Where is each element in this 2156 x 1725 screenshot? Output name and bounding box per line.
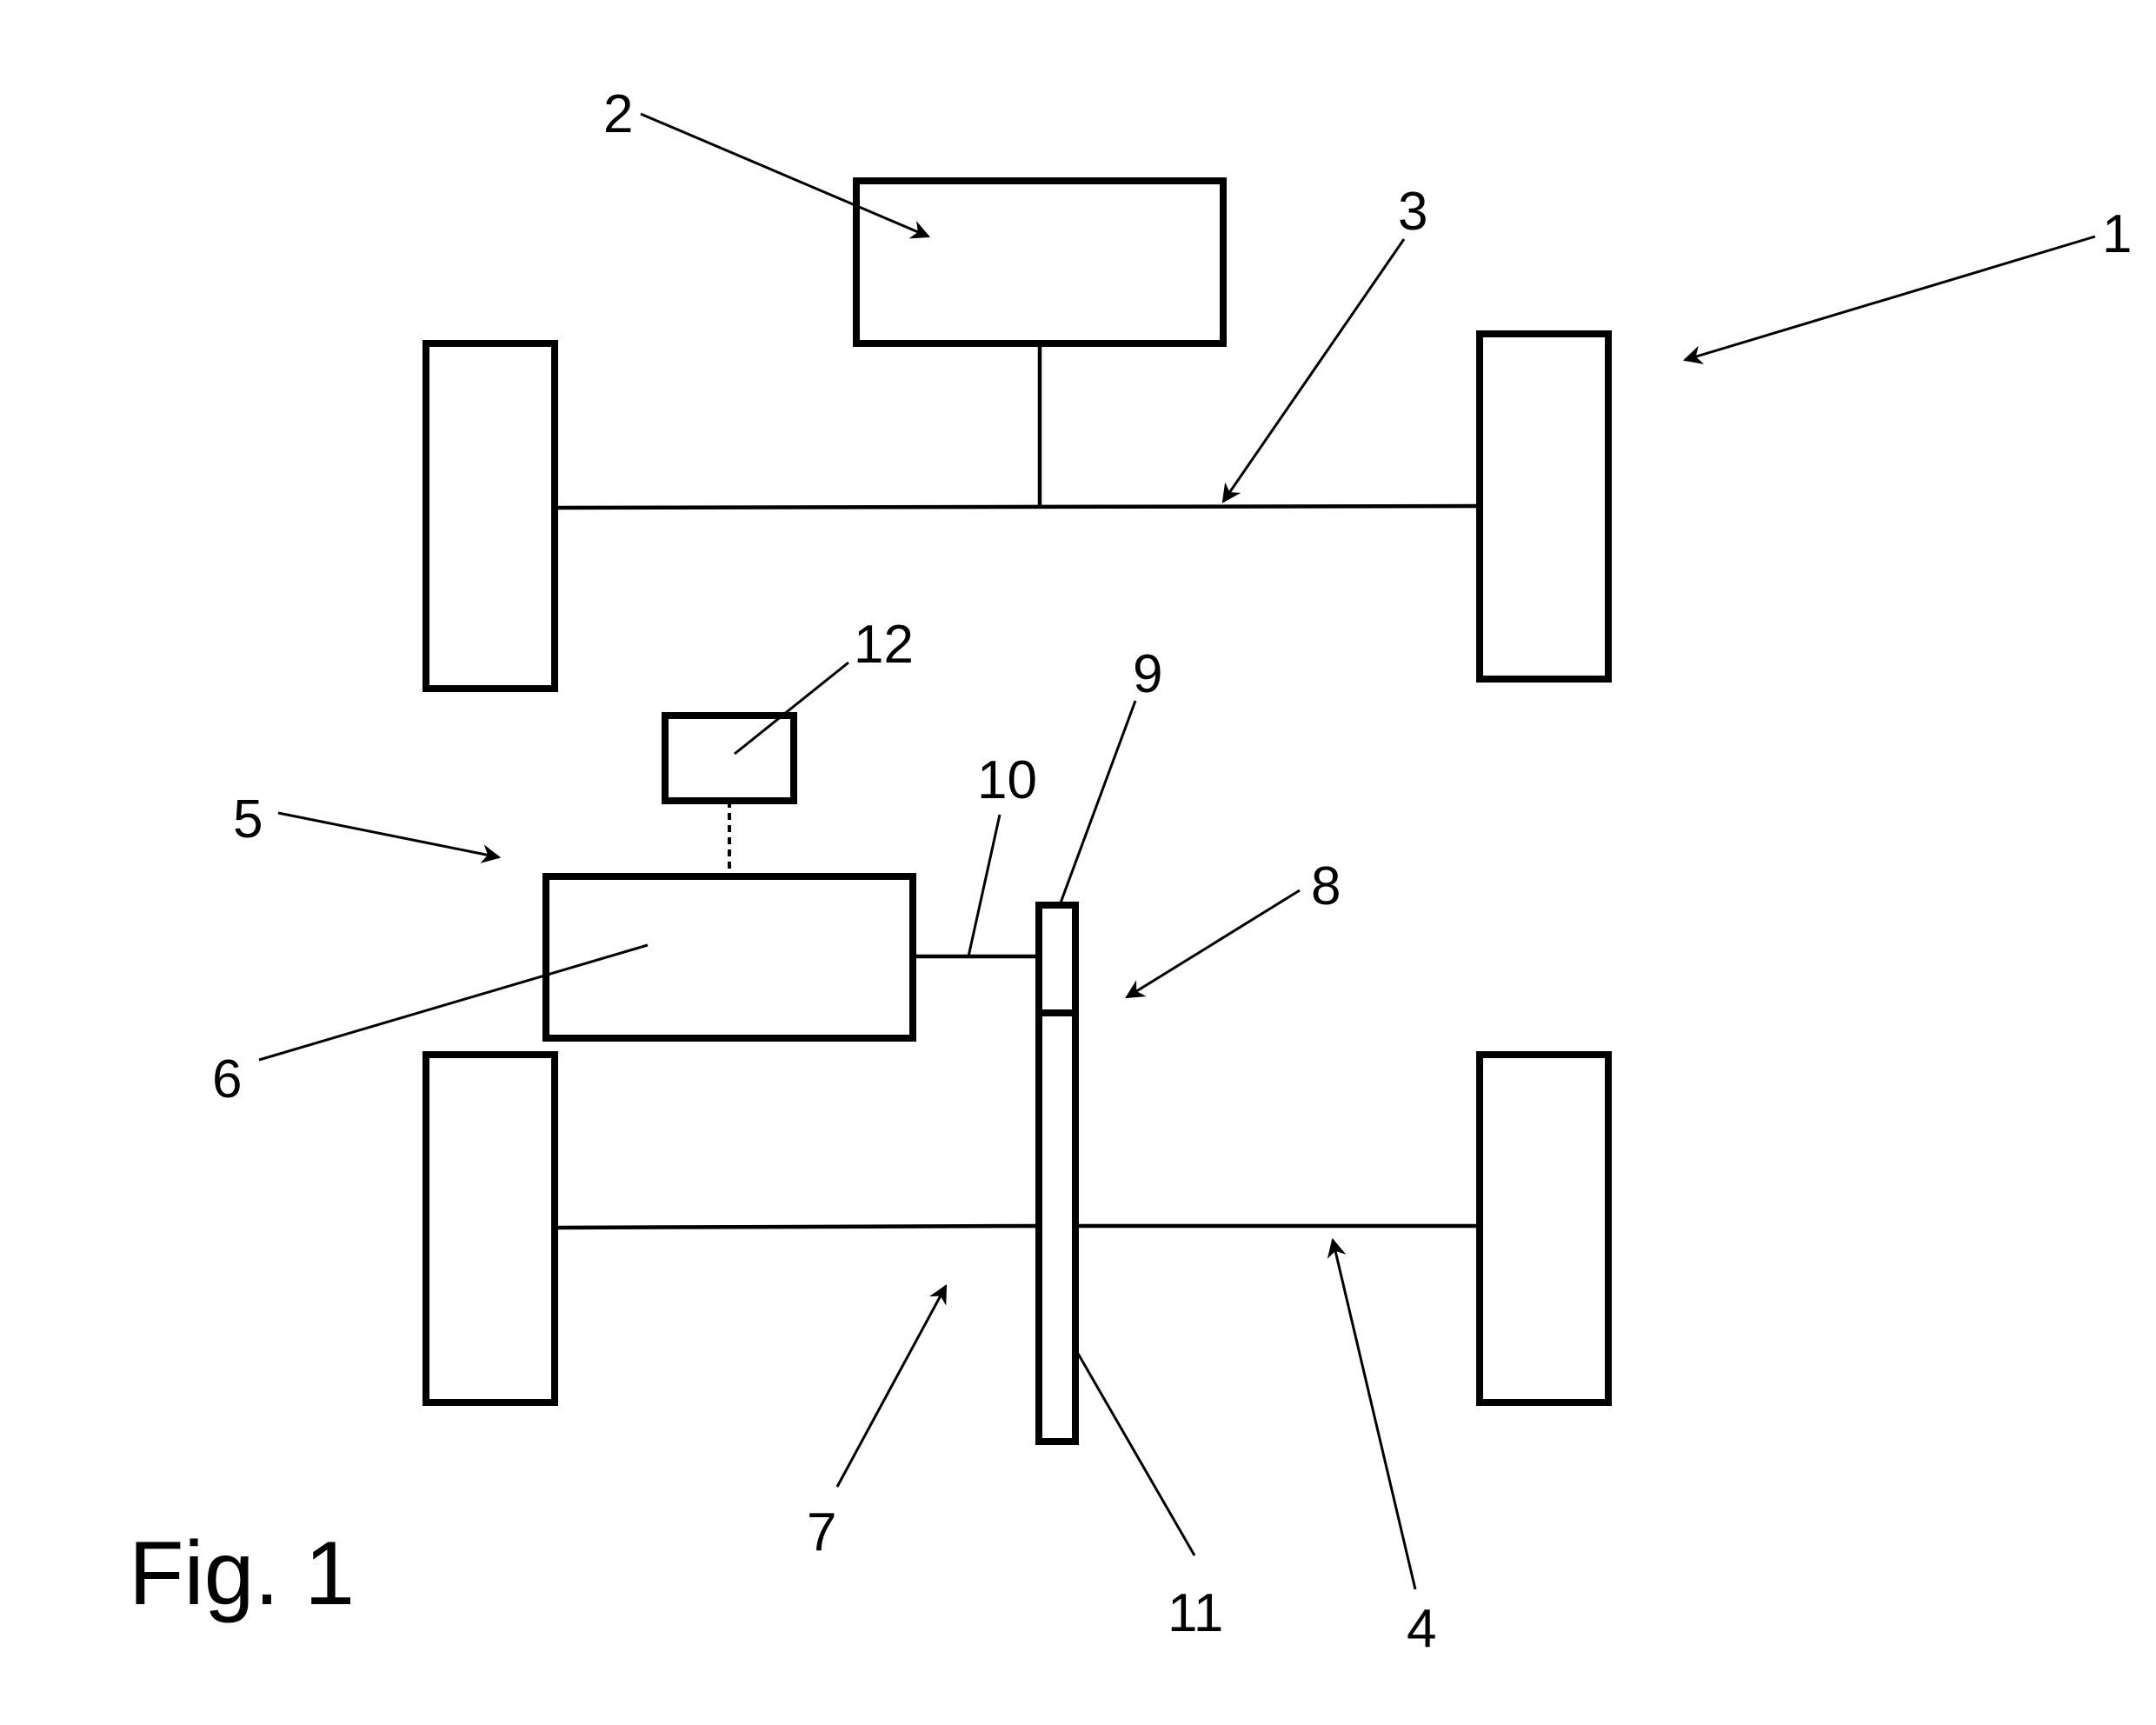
front-left-wheel: [423, 340, 558, 692]
front-right-wheel: [1476, 330, 1612, 683]
rear-right-wheel: [1476, 1051, 1612, 1406]
rear-axle-group: [423, 712, 1612, 1445]
leader-7: [835, 1284, 948, 1488]
ref-label-5: 5: [233, 789, 263, 849]
ref-label-1: 1: [2102, 204, 2132, 264]
ref-label-12: 12: [854, 615, 914, 675]
ref-label-10: 10: [977, 750, 1037, 810]
ref-label-9: 9: [1133, 644, 1162, 704]
upper-gear: [1035, 902, 1079, 1016]
leader-2: [640, 112, 931, 239]
leader-6: [258, 943, 649, 1062]
ref-label-3: 3: [1398, 182, 1427, 242]
rear-left-wheel: [423, 1051, 558, 1406]
electric-motor: [542, 873, 916, 1042]
ref-label-7: 7: [807, 1502, 836, 1562]
figure-caption: Fig. 1: [129, 1523, 355, 1624]
leader-5: [277, 811, 502, 863]
ref-label-8: 8: [1311, 856, 1341, 916]
ref-label-6: 6: [212, 1049, 242, 1109]
leader-10: [967, 814, 1001, 957]
front-axle-shaft: [554, 503, 1481, 510]
ref-label-4: 4: [1407, 1599, 1436, 1659]
leader-11: [1075, 1351, 1196, 1556]
reference-numerals: 1 2 3 4 5 6 7 8 9 10 11 12: [212, 84, 2132, 1659]
ref-label-11: 11: [1168, 1583, 1223, 1643]
leader-1: [1682, 235, 2096, 364]
leader-4: [1327, 1237, 1417, 1590]
lower-gear: [1035, 1009, 1079, 1445]
front-drive-unit: [853, 177, 1227, 347]
ref-label-2: 2: [603, 84, 633, 144]
rear-axle-shaft-left: [554, 1223, 1040, 1230]
leader-9: [1058, 700, 1137, 906]
leader-12: [734, 661, 849, 756]
control-unit: [662, 712, 797, 804]
front-axle-group: [423, 177, 1612, 692]
leader-3: [1221, 238, 1406, 503]
leader-lines: [258, 112, 2096, 1590]
leader-8: [1125, 889, 1301, 999]
